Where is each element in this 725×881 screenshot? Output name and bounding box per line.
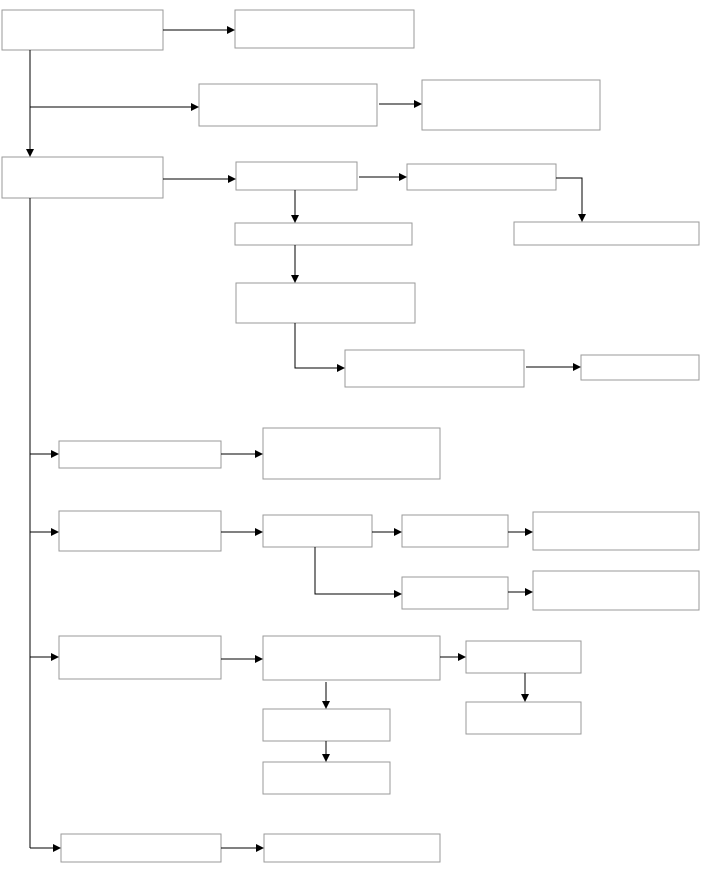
box-root-2-right-down <box>513 221 700 246</box>
box-trunk-4-child <box>263 833 441 863</box>
box-trunk-4 <box>60 833 222 863</box>
box-root-2-right <box>406 163 557 191</box>
connectors <box>26 26 586 852</box>
box-branch-a <box>198 83 378 127</box>
box-trunk-2 <box>58 510 222 552</box>
box-root-2-down-2 <box>235 282 416 324</box>
box-root-2-down-3 <box>344 349 525 388</box>
box-trunk-2-right-2-end <box>532 570 700 611</box>
box-trunk-2-right-1-end <box>532 511 700 551</box>
box-root-2-down-1 <box>234 222 413 246</box>
box-trunk-1 <box>58 440 222 469</box>
box-root-2-down-4 <box>580 354 700 381</box>
box-trunk-3-down-1 <box>262 708 391 742</box>
box-root-2 <box>1 156 164 199</box>
box-trunk-3-right <box>465 640 582 674</box>
box-branch-a-child <box>421 79 601 131</box>
box-trunk-3-down-2 <box>262 761 391 795</box>
box-root-1-child <box>234 9 415 49</box>
box-trunk-3-right-down <box>465 701 582 735</box>
box-trunk-2-right-1 <box>401 514 509 548</box>
box-trunk-1-child <box>262 427 441 480</box>
box-trunk-3-child <box>262 635 441 681</box>
box-root-1 <box>1 9 164 51</box>
box-trunk-2-right-2 <box>401 576 509 610</box>
box-trunk-2-child <box>262 514 373 548</box>
box-root-2-child <box>235 161 358 191</box>
box-trunk-3 <box>58 635 222 680</box>
